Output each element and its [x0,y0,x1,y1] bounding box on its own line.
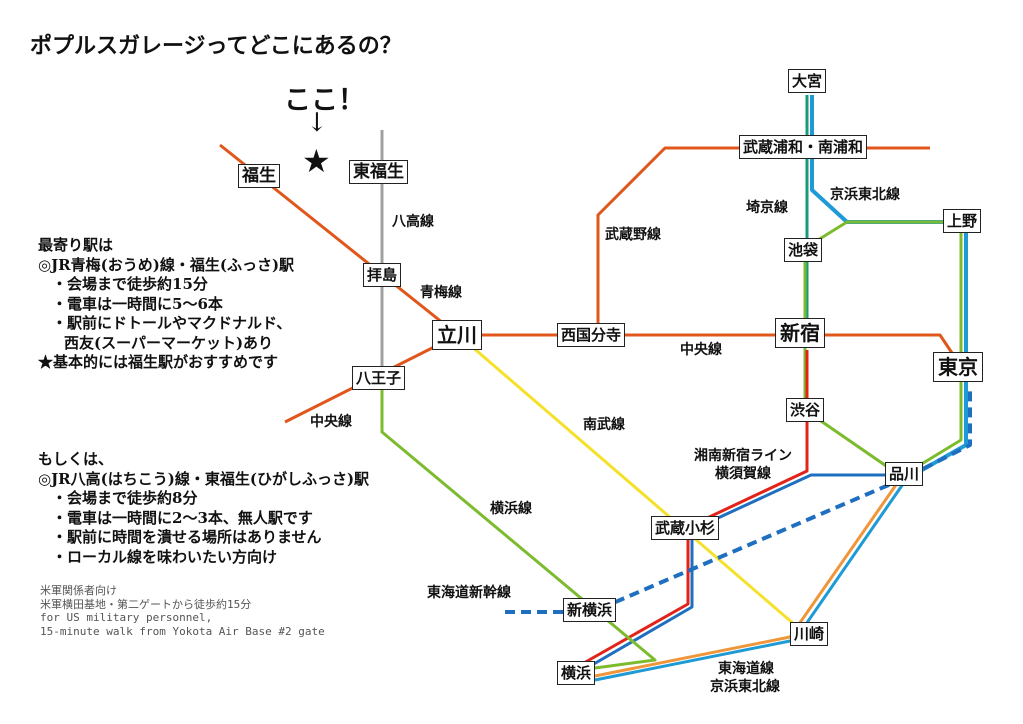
here-label: ここ！ [284,85,365,116]
line-label-yokohama: 横浜線 [490,501,532,517]
note-line: ・会場まで徒歩約15分 [52,275,208,293]
station-yokohama: 横浜 [557,661,596,685]
fussa-station-notes: 最寄り駅は ◎JR青梅(おうめ)線・福生(ふっさ)駅 ・会場まで徒歩約15分 ・… [38,236,294,373]
higashi-fussa-station-notes: もしくは、 ◎JR八高(はちこう)線・東福生(ひがしふっさ)駅 ・会場まで徒歩約… [38,450,369,567]
station-haijima: 拝島 [363,263,402,287]
footnote-line: for US military personnel, [40,611,213,624]
station-fussa: 福生 [238,164,280,188]
station-shinjuku: 新宿 [775,318,825,348]
note-line: ◎JR青梅(おうめ)線・福生(ふっさ)駅 [38,255,295,274]
station-shinagawa: 品川 [885,462,924,486]
star-icon: ★ [302,142,331,180]
line-label-keihin-tohoku-south: 京浜東北線 [710,679,780,695]
note-line: ・電車は一時間に2～3本、無人駅です [52,508,313,527]
line-label-tokaido: 東海道線 [718,661,774,677]
station-musashi-urawa: 武蔵浦和・南浦和 [739,135,868,159]
line-label-musashino: 武蔵野線 [605,227,661,243]
note-line: 西友(スーパーマーケット)あり [64,333,274,352]
line-label-ome: 青梅線 [420,285,462,301]
nambu-line [469,343,796,627]
note-line: もしくは、 [38,450,114,468]
footnote-line: 米軍横田基地・第二ゲートから徒歩約15分 [40,597,252,611]
yokohama-line [380,390,657,670]
line-label-saikyo: 埼京線 [746,200,788,216]
line-label-keihin-tohoku: 京浜東北線 [830,187,900,203]
yamanote-line [803,220,963,472]
station-tokyo: 東京 [933,352,983,382]
note-line: ・会場まで徒歩約8分 [52,489,198,507]
line-label-chuo-east: 中央線 [680,342,722,358]
station-shibuya: 渋谷 [786,398,825,422]
line-label-hachiko: 八高線 [392,214,434,230]
station-higashi-fussa: 東福生 [349,160,408,184]
note-line: ・駅前に時間を潰せる場所はありません [52,528,322,546]
footnote-line: 15-minute walk from Yokota Air Base #2 g… [40,624,325,638]
note-line: ・電車は一時間に5～6本 [52,294,223,313]
station-hachioji: 八王子 [352,366,406,390]
note-line: ・ローカル線を味わいたい方向け [52,547,278,566]
note-line: ★基本的には福生駅がおすすめです [38,353,279,371]
note-line: ◎JR八高(はちこう)線・東福生(ひがしふっさ)駅 [38,469,370,488]
station-musashi-kosugi: 武蔵小杉 [651,516,720,540]
line-label-shonan-shinjuku: 湘南新宿ライン [694,448,792,464]
line-label-nambu: 南武線 [583,417,625,433]
station-kawasaki: 川崎 [790,622,829,646]
station-shin-yokohama: 新横浜 [563,598,617,622]
note-line: 最寄り駅は [38,236,114,254]
station-ueno: 上野 [943,209,982,233]
page-title: ポプルスガレージってどこにあるの？ [30,34,402,59]
arrow-down-icon: ↓ [306,108,328,138]
station-omiya: 大宮 [788,69,827,93]
station-tachikawa: 立川 [432,320,482,350]
line-label-yokosuka: 横須賀線 [715,466,771,482]
station-ikebukuro: 池袋 [784,238,823,262]
military-footnote: 米軍関係者向け 米軍横田基地・第二ゲートから徒歩約15分 for US mili… [40,584,325,638]
footnote-line: 米軍関係者向け [40,584,117,597]
station-nishi-kokubunji: 西国分寺 [557,323,626,347]
line-label-chuo-west: 中央線 [310,414,352,430]
shinkansen-line [505,390,972,614]
note-line: ・駅前にドトールやマクドナルド、 [52,314,292,332]
keihin-tohoku-south [594,483,905,682]
line-label-shinkansen: 東海道新幹線 [427,585,511,601]
